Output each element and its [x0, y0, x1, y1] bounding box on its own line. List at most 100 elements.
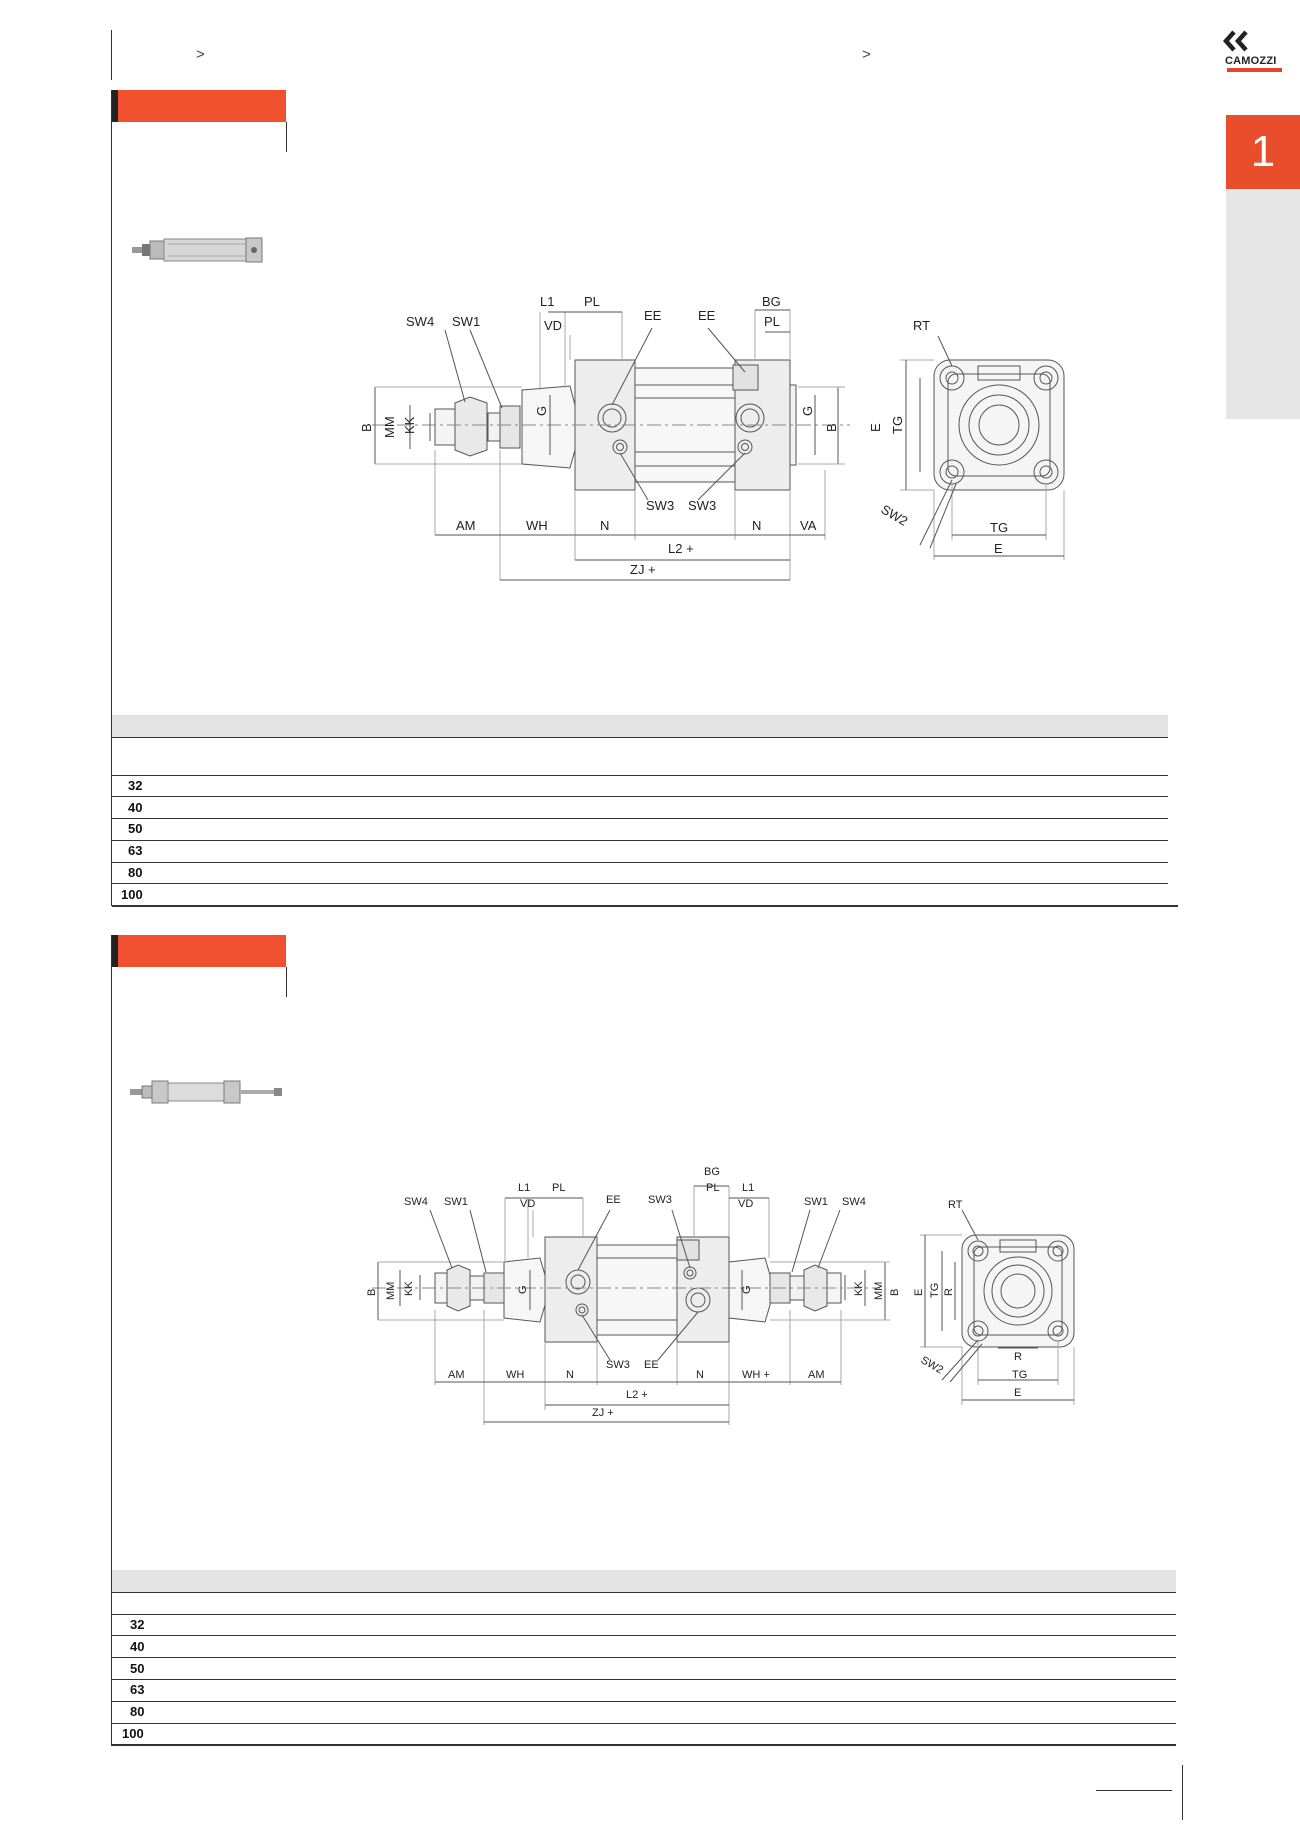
label-sw3: SW3 [648, 1194, 672, 1206]
cylinder-side-view-drawing: SW4 SW1 L1 PL VD EE EE BG PL B MM KK G G… [359, 294, 850, 581]
table-row: 50 [128, 821, 143, 836]
label-sw4: SW4 [406, 314, 434, 329]
label-tg: TG [929, 1283, 941, 1298]
cylinder-product-thumbnail [132, 237, 263, 263]
label-zj: ZJ + [592, 1407, 614, 1419]
label-g: G [741, 1285, 753, 1294]
section-title-bar [118, 90, 286, 122]
table-rule [112, 1723, 1176, 1724]
label-sw3: SW3 [688, 498, 716, 513]
title-frame-rule [286, 122, 287, 152]
label-r: R [943, 1288, 955, 1296]
label-l1: L1 [540, 294, 554, 309]
label-ee: EE [644, 308, 662, 323]
brand-name: CAMOZZI [1225, 55, 1277, 67]
label-l1: L1 [742, 1182, 754, 1194]
table-row: 32 [128, 778, 143, 793]
label-kk: KK [403, 1281, 415, 1296]
label-vd: VD [544, 318, 562, 333]
table-row: 100 [121, 887, 143, 902]
label-tg: TG [1012, 1369, 1027, 1381]
table-rule [112, 905, 1178, 907]
label-ee: EE [698, 308, 716, 323]
label-ee: EE [644, 1359, 659, 1371]
label-sw1: SW1 [444, 1196, 468, 1208]
table-rule [112, 796, 1168, 797]
section-title-bar [118, 935, 286, 967]
footer-rule [1096, 1790, 1172, 1791]
label-wh: WH [506, 1369, 524, 1381]
label-vd: VD [738, 1198, 753, 1210]
chapter-tab[interactable]: 1 [1226, 115, 1300, 189]
label-n: N [696, 1369, 704, 1381]
label-sw3: SW3 [646, 498, 674, 513]
table-row: 63 [130, 1682, 145, 1697]
label-l2: L2 + [668, 541, 694, 556]
table-rule [112, 862, 1168, 863]
table-rule [112, 1592, 1176, 1593]
label-rt: RT [913, 318, 930, 333]
cylinder-end-view-drawing: RT E TG SW2 TG E [868, 318, 1065, 560]
breadcrumb-separator: > [862, 46, 871, 63]
camozzi-mark-icon [1222, 30, 1248, 52]
table-rule [112, 775, 1168, 776]
label-n: N [566, 1369, 574, 1381]
table-row: 32 [130, 1617, 145, 1632]
table-row: 80 [128, 865, 143, 880]
label-sw1: SW1 [452, 314, 480, 329]
label-vd: VD [520, 1198, 535, 1210]
label-g: G [517, 1285, 529, 1294]
label-pl: PL [552, 1182, 565, 1194]
label-b: B [824, 423, 839, 432]
label-pl: PL [584, 294, 600, 309]
table-rule [112, 1614, 1176, 1615]
label-bg: BG [704, 1166, 720, 1178]
label-n: N [600, 518, 609, 533]
label-wh: WH [526, 518, 548, 533]
label-tg: TG [990, 520, 1008, 535]
label-sw4: SW4 [842, 1196, 866, 1208]
footer-divider [1182, 1765, 1183, 1820]
label-ee: EE [606, 1194, 621, 1206]
label-e: E [913, 1289, 925, 1296]
label-mm: MM [382, 416, 397, 438]
label-am: AM [448, 1369, 465, 1381]
label-l2: L2 + [626, 1389, 648, 1401]
table-rule [112, 737, 1168, 738]
label-am: AM [808, 1369, 825, 1381]
section-left-rule [111, 90, 112, 906]
label-sw3: SW3 [606, 1359, 630, 1371]
table-row: 100 [122, 1726, 144, 1741]
label-tg: TG [890, 416, 905, 434]
label-kk: KK [402, 416, 417, 434]
label-n: N [752, 518, 761, 533]
label-sw4: SW4 [404, 1196, 428, 1208]
label-l1: L1 [518, 1182, 530, 1194]
label-am: AM [456, 518, 476, 533]
label-e: E [994, 541, 1003, 556]
label-g: G [800, 406, 815, 416]
table-header [112, 1570, 1176, 1592]
table-row: 40 [130, 1639, 145, 1654]
table-rule [112, 1657, 1176, 1658]
table-rule [112, 1679, 1176, 1680]
table-rule [112, 1744, 1176, 1746]
label-sw2: SW2 [919, 1354, 946, 1376]
table-row: 80 [130, 1704, 145, 1719]
label-kk: KK [853, 1281, 865, 1296]
table-header [112, 715, 1168, 737]
label-b: B [359, 423, 374, 432]
section-title-cap [112, 935, 118, 967]
brand-underline [1227, 68, 1282, 72]
label-g: G [534, 406, 549, 416]
header-left-rule [111, 30, 112, 80]
chapter-tab-panel [1226, 189, 1300, 419]
label-zj: ZJ + [630, 562, 656, 577]
breadcrumb-separator: > [196, 46, 205, 63]
table-rule [112, 818, 1168, 819]
title-frame-rule [286, 967, 287, 997]
section-title-cap [112, 90, 118, 122]
label-mm: MM [385, 1282, 397, 1300]
